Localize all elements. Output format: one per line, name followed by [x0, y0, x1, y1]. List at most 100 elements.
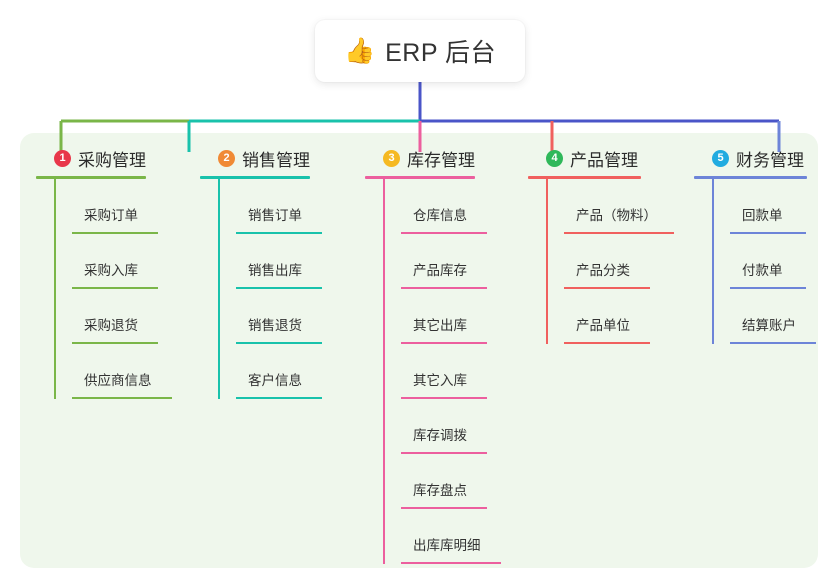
leaf-node[interactable]: 销售退货: [236, 289, 322, 344]
branch-label-2: 销售管理: [242, 150, 310, 170]
branch-header-4[interactable]: 4 产品管理: [528, 146, 641, 170]
branch-badge-2: 2: [218, 149, 235, 167]
branch-header-rule-5: [694, 176, 807, 179]
leaf-label: 产品库存: [413, 263, 467, 278]
branch-header-3[interactable]: 3 库存管理: [365, 146, 475, 170]
branch-items-3: 仓库信息产品库存其它出库其它入库库存调拨库存盘点出库库明细: [365, 179, 501, 564]
branch-items-4: 产品（物料） 产品分类产品单位: [528, 179, 674, 344]
leaf-node[interactable]: 产品单位: [564, 289, 650, 344]
leaf-rule: [72, 232, 158, 234]
leaf-label: 出库库明细: [413, 538, 481, 553]
branch-spine-1: [54, 179, 56, 399]
leaf-node[interactable]: 采购订单: [72, 179, 158, 234]
leaf-rule: [730, 232, 806, 234]
leaf-label: 采购订单: [84, 208, 138, 223]
branch-badge-1: 1: [54, 149, 71, 167]
leaf-node[interactable]: 结算账户: [730, 289, 816, 344]
leaf-node[interactable]: 库存盘点: [401, 454, 487, 509]
branch-header-1[interactable]: 1 采购管理: [36, 146, 146, 170]
branch-spine-3: [383, 179, 385, 564]
branch-label-3: 库存管理: [407, 150, 475, 170]
leaf-label: 付款单: [742, 263, 783, 278]
branch-column-2: 2 销售管理销售订单销售出库销售退货客户信息: [200, 146, 322, 399]
leaf-label: 库存盘点: [413, 483, 467, 498]
leaf-node[interactable]: 出库库明细: [401, 509, 501, 564]
leaf-node[interactable]: 产品库存: [401, 234, 487, 289]
leaf-rule: [72, 287, 158, 289]
branch-badge-4: 4: [546, 149, 563, 167]
leaf-rule: [401, 452, 487, 454]
branch-spine-5: [712, 179, 714, 344]
leaf-rule: [730, 342, 816, 344]
leaf-rule: [236, 342, 322, 344]
leaf-label: 客户信息: [248, 373, 302, 388]
leaf-node[interactable]: 销售出库: [236, 234, 322, 289]
leaf-rule: [564, 342, 650, 344]
leaf-node[interactable]: 采购退货: [72, 289, 158, 344]
branch-column-4: 4 产品管理产品（物料） 产品分类产品单位: [528, 146, 674, 344]
leaf-label: 供应商信息: [84, 373, 152, 388]
leaf-rule: [236, 232, 322, 234]
leaf-rule: [401, 287, 487, 289]
leaf-rule: [401, 562, 501, 564]
branch-header-rule-1: [36, 176, 146, 179]
leaf-label: 采购退货: [84, 318, 138, 333]
branch-spine-4: [546, 179, 548, 344]
leaf-node[interactable]: 库存调拨: [401, 399, 487, 454]
branch-column-1: 1 采购管理采购订单采购入库采购退货供应商信息: [36, 146, 172, 399]
leaf-label: 产品分类: [576, 263, 630, 278]
diagram-background-panel: [20, 133, 818, 568]
branch-badge-5: 5: [712, 149, 729, 167]
leaf-node[interactable]: 其它出库: [401, 289, 487, 344]
leaf-rule: [236, 397, 322, 399]
leaf-rule: [401, 232, 487, 234]
leaf-rule: [236, 287, 322, 289]
leaf-node[interactable]: 其它入库: [401, 344, 487, 399]
leaf-node[interactable]: 产品分类: [564, 234, 650, 289]
leaf-node[interactable]: 仓库信息: [401, 179, 487, 234]
branch-header-rule-3: [365, 176, 475, 179]
leaf-node[interactable]: 供应商信息: [72, 344, 172, 399]
branch-header-5[interactable]: 5 财务管理: [694, 146, 807, 170]
branch-label-4: 产品管理: [570, 150, 638, 170]
leaf-node[interactable]: 采购入库: [72, 234, 158, 289]
branch-items-1: 采购订单采购入库采购退货供应商信息: [36, 179, 172, 399]
leaf-rule: [730, 287, 806, 289]
leaf-rule: [72, 397, 172, 399]
leaf-node[interactable]: 回款单: [730, 179, 807, 234]
leaf-node[interactable]: 客户信息: [236, 344, 322, 399]
branch-label-5: 财务管理: [736, 150, 804, 170]
root-node[interactable]: 👍 ERP 后台: [315, 20, 525, 82]
leaf-label: 产品（物料）: [576, 208, 657, 223]
branch-column-5: 5 财务管理回款单付款单结算账户: [694, 146, 816, 344]
leaf-label: 回款单: [742, 208, 783, 223]
root-title: ERP 后台: [385, 39, 497, 67]
branch-header-rule-2: [200, 176, 310, 179]
leaf-label: 结算账户: [742, 318, 796, 333]
leaf-rule: [564, 232, 674, 234]
branch-column-3: 3 库存管理仓库信息产品库存其它出库其它入库库存调拨库存盘点出库库明细: [365, 146, 501, 564]
leaf-node[interactable]: 产品（物料）: [564, 179, 674, 234]
leaf-node[interactable]: 付款单: [730, 234, 807, 289]
branch-spine-2: [218, 179, 220, 399]
leaf-rule: [72, 342, 158, 344]
branch-items-5: 回款单付款单结算账户: [694, 179, 816, 344]
branch-badge-3: 3: [383, 149, 400, 167]
branch-header-rule-4: [528, 176, 641, 179]
leaf-label: 仓库信息: [413, 208, 467, 223]
leaf-label: 销售退货: [248, 318, 302, 333]
thumbs-up-icon: 👍: [343, 36, 376, 65]
leaf-label: 销售出库: [248, 263, 302, 278]
leaf-label: 销售订单: [248, 208, 302, 223]
leaf-label: 其它入库: [413, 373, 467, 388]
leaf-rule: [401, 507, 487, 509]
leaf-rule: [564, 287, 650, 289]
leaf-node[interactable]: 销售订单: [236, 179, 322, 234]
branch-items-2: 销售订单销售出库销售退货客户信息: [200, 179, 322, 399]
leaf-label: 库存调拨: [413, 428, 467, 443]
branch-header-2[interactable]: 2 销售管理: [200, 146, 310, 170]
leaf-label: 产品单位: [576, 318, 630, 333]
leaf-label: 其它出库: [413, 318, 467, 333]
branch-label-1: 采购管理: [78, 150, 146, 170]
leaf-rule: [401, 397, 487, 399]
